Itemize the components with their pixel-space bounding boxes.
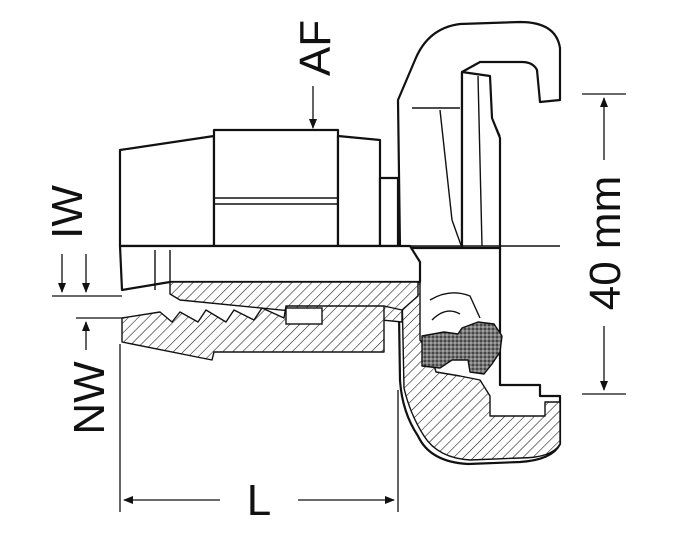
label-iw: IW: [43, 185, 92, 239]
label-40mm: 40 mm: [581, 176, 630, 310]
claw-coupling-body: [396, 20, 562, 466]
hose-tail: [118, 244, 422, 361]
label-length: L: [247, 476, 271, 525]
dimension-length: [119, 344, 399, 512]
dimension-iw: [52, 254, 122, 297]
dimension-40mm: [582, 93, 626, 395]
label-nw: NW: [65, 361, 114, 435]
label-af: AF: [291, 20, 340, 76]
dimension-nw: [76, 317, 124, 350]
hex-nut: [118, 128, 400, 248]
seal-ring: [421, 292, 503, 375]
